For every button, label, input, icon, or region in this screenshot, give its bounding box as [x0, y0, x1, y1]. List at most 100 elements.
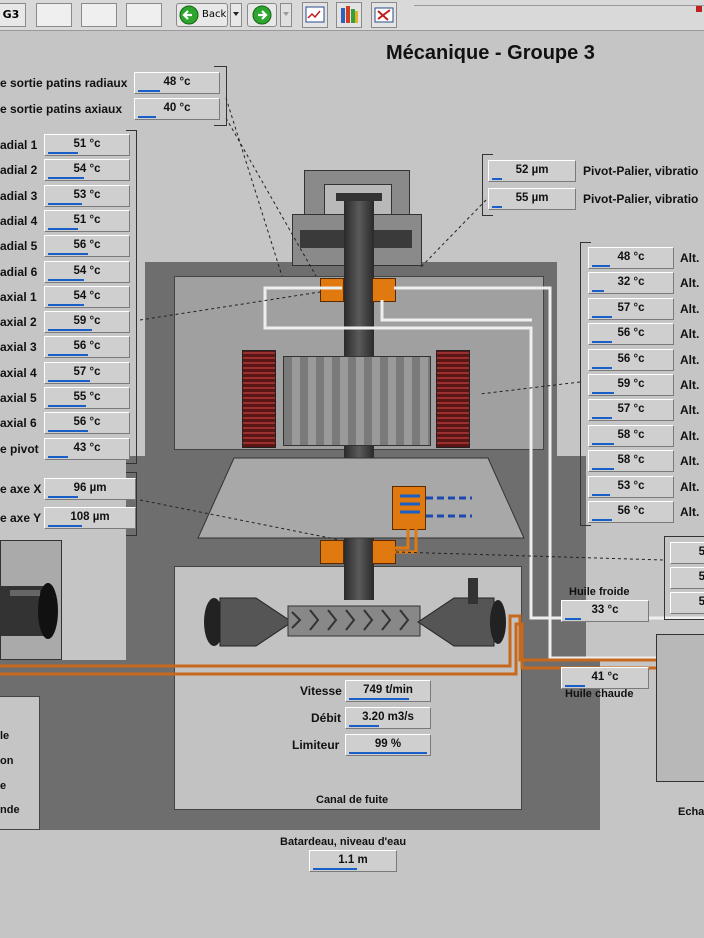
speed-value[interactable]: 749 t/min: [345, 680, 431, 702]
flow-value[interactable]: 3.20 m3/s: [345, 707, 431, 729]
level-bar: [48, 405, 86, 407]
toolbar-slot-1[interactable]: [36, 3, 72, 27]
pivot-vibration-1[interactable]: 52 µm: [488, 160, 576, 182]
g3-button[interactable]: G3: [0, 3, 26, 27]
axis-y-vibration[interactable]: 108 µm: [44, 507, 136, 529]
pivot-vibration-2[interactable]: 55 µm: [488, 188, 576, 210]
pad-label: adial 4: [0, 213, 38, 228]
pad-temperature[interactable]: 56 °c: [44, 235, 130, 258]
right-small-value-2[interactable]: 5: [670, 567, 704, 589]
back-label: Back: [202, 9, 227, 20]
speed-label: Vitesse: [300, 684, 342, 698]
pad-temperature[interactable]: 54 °c: [44, 285, 130, 308]
alt-bracket: [580, 242, 591, 526]
back-button[interactable]: Back: [176, 3, 228, 27]
radial-outlet-temp[interactable]: 48 °c: [134, 72, 220, 94]
alt-label: Alt.: [680, 454, 700, 469]
limiter-value[interactable]: 99 %: [345, 734, 431, 756]
pad-temperature[interactable]: 43 °c: [44, 437, 130, 460]
tools-button[interactable]: [371, 2, 397, 28]
books-icon: [341, 6, 358, 23]
legend-line-4: nde: [0, 804, 20, 816]
level-bar: [492, 178, 502, 180]
forward-button[interactable]: [247, 3, 277, 27]
axis-x-vibration[interactable]: 96 µm: [44, 478, 136, 500]
reports-button[interactable]: [336, 2, 362, 28]
pivot-label-2: Pivot-Palier, vibratio: [583, 192, 699, 206]
back-dropdown-button[interactable]: [230, 3, 242, 27]
level-bar: [48, 430, 88, 433]
right-small-bracket: [664, 536, 704, 620]
alt-temperature[interactable]: 57 °c: [588, 297, 674, 320]
alt-temperature[interactable]: 53 °c: [588, 475, 674, 498]
pad-label: adial 5: [0, 239, 38, 254]
chevron-down-icon: [283, 12, 289, 16]
hot-oil-temp[interactable]: 41 °c: [561, 667, 649, 689]
alt-temperature[interactable]: 56 °c: [588, 501, 674, 523]
pad-label: e pivot: [0, 441, 39, 456]
level-bar: [492, 206, 502, 208]
alt-temperature[interactable]: 58 °c: [588, 424, 674, 447]
toolbar: G3 Back: [0, 0, 704, 31]
alt-label: Alt.: [680, 352, 700, 367]
alt-label: Alt.: [680, 301, 700, 316]
left-legend-panel: [0, 696, 40, 830]
pivot-bracket: [482, 154, 493, 216]
pad-temperature[interactable]: 54 °c: [44, 260, 130, 283]
alt-label: Alt.: [680, 378, 700, 392]
alt-temperature[interactable]: 56 °c: [588, 323, 674, 346]
pad-label: axial 6: [0, 416, 37, 431]
alt-temperature[interactable]: 59 °c: [588, 374, 674, 396]
right-small-value-3[interactable]: 5: [670, 592, 704, 614]
level-bar: [565, 618, 581, 620]
level-bar: [48, 278, 84, 281]
legend-line-2: on: [0, 755, 14, 767]
right-small-value-1[interactable]: 5: [670, 542, 704, 564]
pad-label: adial 1: [0, 138, 38, 152]
alt-temperature[interactable]: 57 °c: [588, 399, 674, 422]
batardeau-label: Batardeau, niveau d'eau: [280, 836, 407, 848]
pad-temperature[interactable]: 56 °c: [44, 412, 130, 435]
pad-temperature[interactable]: 59 °c: [44, 311, 130, 334]
toolbar-slot-2[interactable]: [81, 3, 117, 27]
toolbar-marker: [696, 6, 702, 12]
pad-temperature[interactable]: 53 °c: [44, 184, 130, 207]
level-bar: [592, 442, 614, 445]
pad-label: adial 3: [0, 188, 38, 203]
pad-temperature[interactable]: 51 °c: [44, 209, 130, 232]
axial-outlet-temp[interactable]: 40 °c: [134, 98, 220, 120]
pad-temperature[interactable]: 56 °c: [44, 336, 130, 359]
pad-label: adial 6: [0, 264, 38, 279]
radial-outlet-label: e sortie patins radiaux: [0, 76, 128, 90]
lower-bearing-left: [320, 540, 344, 564]
chevron-down-icon: [233, 12, 239, 16]
back-arrow-icon: [179, 5, 199, 25]
trend-chart-button[interactable]: [302, 2, 328, 28]
legend-line-1: le: [0, 730, 10, 742]
pad-label: axial 3: [0, 340, 37, 355]
pad-temperature[interactable]: 55 °c: [44, 387, 130, 409]
batardeau-value[interactable]: 1.1 m: [309, 850, 397, 872]
page-title: Mécanique - Groupe 3: [386, 42, 595, 64]
axial-outlet-label: e sortie patins axiaux: [0, 102, 123, 116]
alt-temperature[interactable]: 32 °c: [588, 272, 674, 295]
level-bar: [565, 685, 585, 687]
alt-label: Alt.: [680, 327, 700, 342]
forward-dropdown-button[interactable]: [280, 3, 292, 27]
pad-temperature[interactable]: 54 °c: [44, 159, 130, 182]
alt-temperature[interactable]: 58 °c: [588, 450, 674, 473]
level-bar: [48, 354, 88, 357]
cold-oil-temp[interactable]: 33 °c: [561, 600, 649, 622]
level-bar: [48, 227, 78, 230]
inlet-pipe-drawing: [0, 583, 58, 639]
alt-temperature[interactable]: 56 °c: [588, 348, 674, 371]
level-bar: [592, 519, 612, 521]
toolbar-slot-3[interactable]: [126, 3, 162, 27]
level-bar: [48, 329, 92, 332]
lower-cone: [197, 457, 525, 539]
pad-temperature[interactable]: 57 °c: [44, 361, 130, 384]
pad-temperature[interactable]: 51 °c: [44, 134, 130, 156]
alt-temperature[interactable]: 48 °c: [588, 247, 674, 269]
top-readings-bracket: [214, 66, 227, 126]
